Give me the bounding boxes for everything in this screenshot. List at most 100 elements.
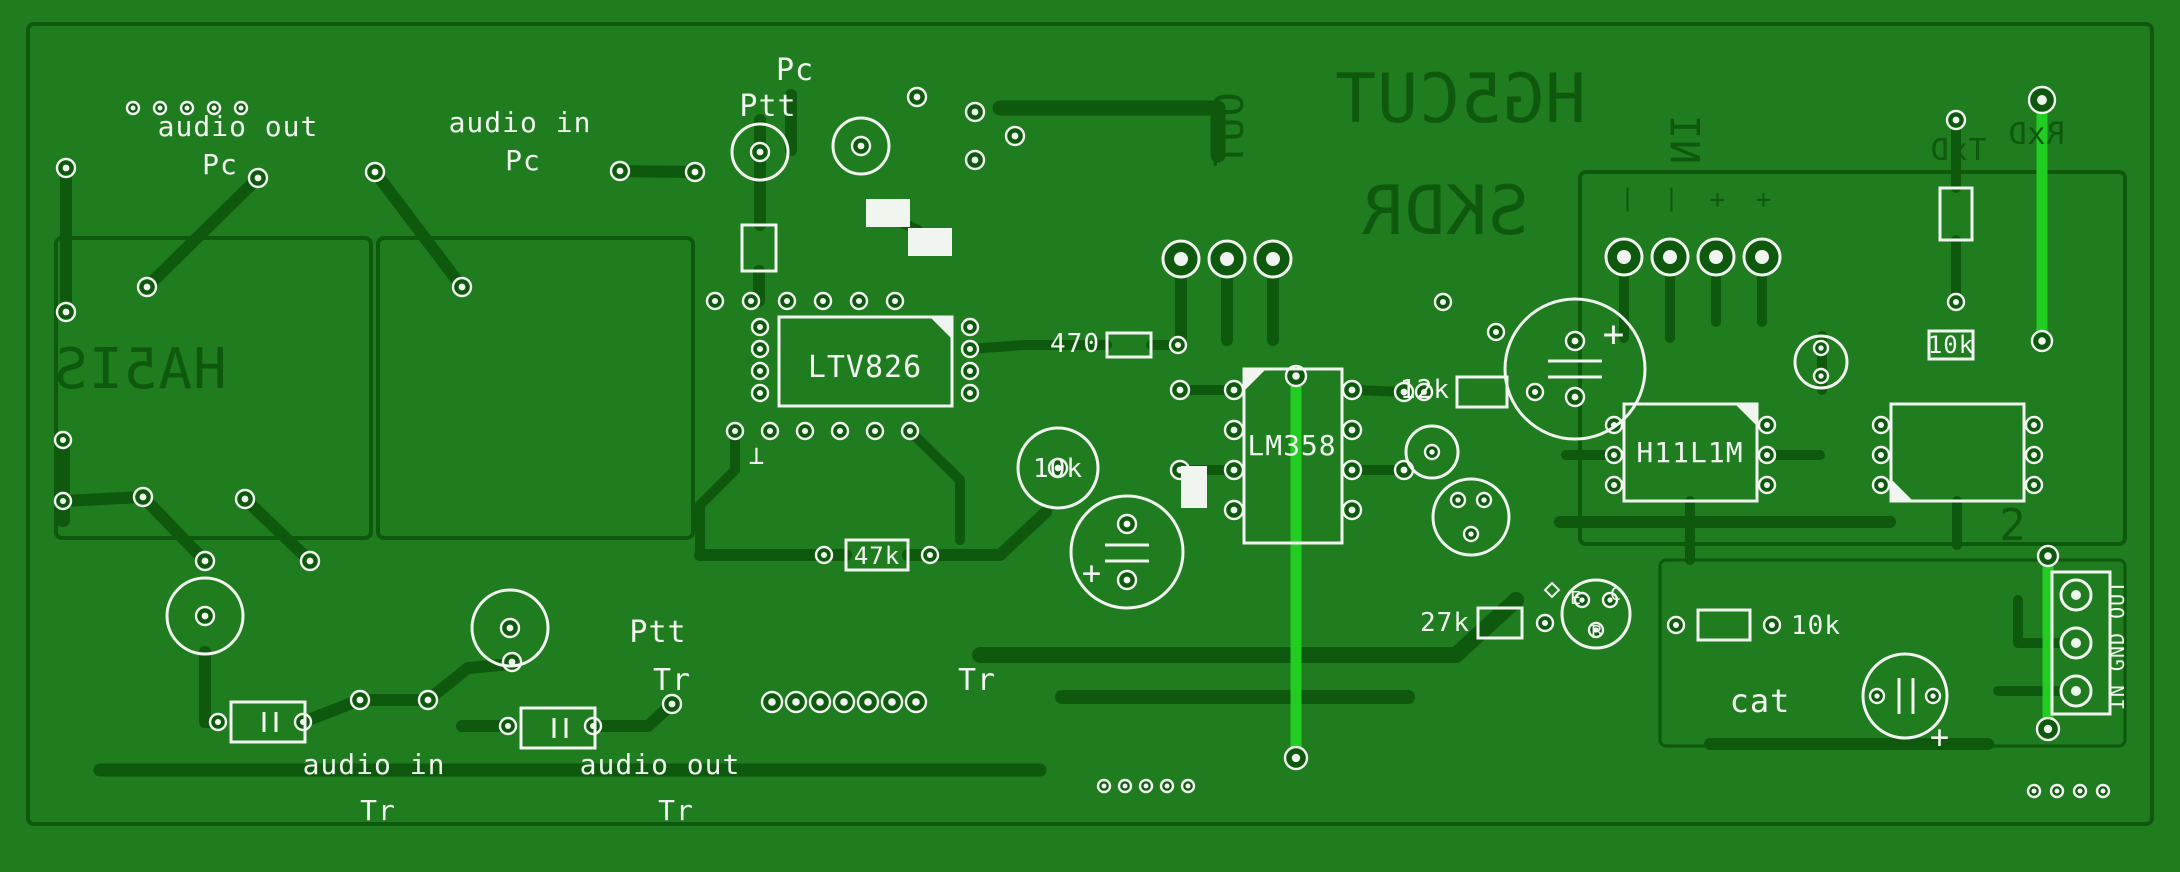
component-outline-circle	[730, 122, 790, 182]
pad-hole	[1663, 250, 1677, 264]
label-audio-out-bottom: audio out	[580, 748, 741, 781]
pad-hole	[912, 698, 920, 706]
pad-hole	[157, 105, 163, 111]
label-pol-2: |	[1664, 184, 1679, 212]
pad	[1449, 491, 1467, 509]
pad-hole	[2071, 686, 2081, 696]
label-e-label: E	[1570, 588, 1582, 609]
pad	[1223, 379, 1245, 401]
pin1-marker	[1891, 479, 1913, 501]
pad-hole	[184, 105, 190, 111]
pad-hole	[792, 698, 800, 706]
pad-hole	[2030, 451, 2038, 459]
pad-hole	[1230, 426, 1238, 434]
copper-trace	[965, 340, 1112, 354]
pad-hole	[1541, 619, 1549, 627]
component-outline-rect	[1105, 331, 1153, 359]
pad-hole	[747, 297, 755, 305]
pad	[1945, 109, 1967, 131]
pad	[234, 488, 256, 510]
pad	[2026, 783, 2042, 799]
pad	[813, 291, 833, 311]
pad-hole	[1763, 421, 1771, 429]
pad	[760, 421, 780, 441]
pad	[741, 291, 761, 311]
pad	[1525, 382, 1545, 402]
pad-hole	[1291, 753, 1301, 763]
pad	[2095, 783, 2111, 799]
pad-hole	[508, 658, 516, 666]
pad	[814, 545, 834, 565]
pad	[1946, 292, 1966, 312]
pad	[349, 689, 371, 711]
pad-hole	[857, 142, 865, 150]
pad-hole	[214, 718, 222, 726]
pad	[364, 161, 386, 183]
pad-hole	[458, 283, 466, 291]
label-c-label: C	[1610, 584, 1622, 605]
label-tr-mid: Tr	[958, 663, 996, 698]
label-in-vertical: IN	[1664, 115, 1710, 165]
pad	[661, 693, 683, 715]
pad-hole	[2071, 590, 2081, 600]
pad-hole	[966, 367, 974, 375]
pad-hole	[966, 389, 974, 397]
pad	[1812, 367, 1830, 385]
pad-hole	[306, 557, 314, 565]
connector-pad	[1161, 239, 1201, 279]
io-connector-pad	[2059, 674, 2093, 708]
pad-hole	[1292, 372, 1300, 380]
label-h11l1m: H11L1M	[1636, 436, 1743, 469]
pad-hole	[1266, 252, 1280, 266]
label-tr-bottom-1: Tr	[653, 663, 691, 698]
pad-hole	[1607, 597, 1613, 603]
copper-trace	[141, 172, 264, 293]
label-r10k-right: 10k	[1928, 331, 1974, 359]
pad	[725, 421, 745, 441]
pad-hole	[1429, 449, 1435, 455]
copper-zone-outlines	[26, 22, 2154, 826]
pad	[808, 690, 832, 714]
pad-hole	[59, 436, 67, 444]
pad-hole	[1400, 466, 1408, 474]
component-outline-circle	[1503, 297, 1647, 441]
pad-hole	[59, 497, 67, 505]
copper-trace	[369, 166, 468, 293]
pad-hole	[864, 698, 872, 706]
pad	[233, 100, 249, 116]
pad	[2036, 544, 2060, 568]
silkscreen-outlines	[165, 116, 2112, 750]
pad-hole	[966, 345, 974, 353]
pad	[194, 550, 216, 572]
component-outline-circle	[1431, 477, 1511, 557]
pad	[885, 291, 905, 311]
pad-hole	[871, 427, 879, 435]
pad-hole	[1123, 520, 1131, 528]
pad-hole	[1877, 451, 1885, 459]
label-out-vertical: OUT	[1207, 92, 1253, 167]
pad-hole	[756, 323, 764, 331]
pad-hole	[2054, 788, 2060, 794]
pad	[2027, 85, 2057, 115]
connector-pad	[1696, 237, 1736, 277]
pad-hole	[424, 696, 432, 704]
pad-hole	[241, 495, 249, 503]
component-outline-rect	[2050, 570, 2112, 716]
pad	[55, 157, 77, 179]
pad-hole	[143, 283, 151, 291]
pad-hole	[855, 297, 863, 305]
pad	[1604, 475, 1624, 495]
label-hg5cut: HG5CUT	[1334, 60, 1586, 139]
pad	[1138, 778, 1154, 794]
pad-hole	[756, 148, 764, 156]
label-r27k: 27k	[1420, 608, 1470, 638]
pad	[1180, 778, 1196, 794]
pad	[1871, 415, 1891, 435]
pad-hole	[711, 297, 719, 305]
pad	[960, 383, 980, 403]
label-pol-4: +	[1756, 185, 1773, 215]
pad-hole	[1952, 116, 1960, 124]
pad-hole	[62, 164, 70, 172]
